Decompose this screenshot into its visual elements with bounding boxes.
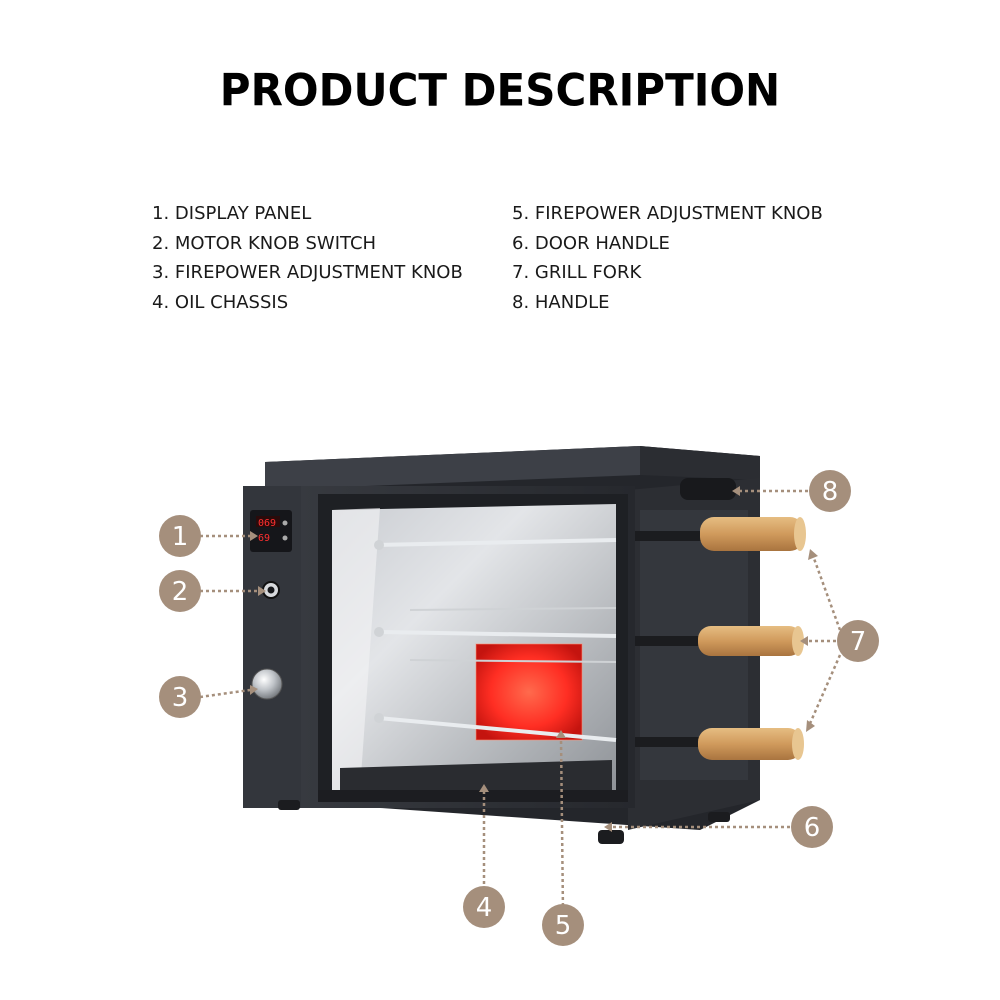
svg-text:3: 3 xyxy=(172,683,189,713)
callout-4: 4 xyxy=(463,886,505,928)
list-item: 2. MOTOR KNOB SWITCH xyxy=(152,232,377,254)
list-item: 6. DOOR HANDLE xyxy=(512,232,670,254)
svg-text:2: 2 xyxy=(172,577,189,607)
callout-8: 8 xyxy=(809,470,851,512)
grill-forks[interactable] xyxy=(635,517,806,760)
callout-2: 2 xyxy=(159,570,201,612)
display-readout-bottom: 69 xyxy=(258,533,270,544)
callout-5: 5 xyxy=(542,904,584,946)
callout-1: 1 xyxy=(159,515,201,557)
list-item: 8. HANDLE xyxy=(512,291,610,313)
callout-7: 7 xyxy=(837,620,879,662)
firepower-knob-icon[interactable] xyxy=(251,668,283,700)
parts-list-right: 5. FIREPOWER ADJUSTMENT KNOB 6. DOOR HAN… xyxy=(512,199,823,317)
list-item: 4. OIL CHASSIS xyxy=(152,291,289,313)
svg-text:7: 7 xyxy=(850,627,867,657)
display-panel: 069 69 xyxy=(250,510,292,552)
svg-text:5: 5 xyxy=(555,911,572,941)
list-item: 5. FIREPOWER ADJUSTMENT KNOB xyxy=(512,203,823,224)
callout-6: 6 xyxy=(791,806,833,848)
page-title: PRODUCT DESCRIPTION xyxy=(219,64,781,117)
svg-text:8: 8 xyxy=(822,477,839,507)
top-handle[interactable] xyxy=(680,478,736,500)
oven-window xyxy=(318,494,628,802)
svg-text:6: 6 xyxy=(804,813,821,843)
parts-list-left: 1. DISPLAY PANEL 2. MOTOR KNOB SWITCH 3.… xyxy=(152,199,463,317)
list-item: 1. DISPLAY PANEL xyxy=(152,203,312,224)
leader-lines xyxy=(199,489,842,913)
svg-text:1: 1 xyxy=(172,522,189,552)
list-item: 3. FIREPOWER ADJUSTMENT KNOB xyxy=(152,262,463,283)
display-readout-top: 069 xyxy=(258,518,276,529)
list-item: 7. GRILL FORK xyxy=(512,262,642,283)
arrowheads xyxy=(250,486,818,832)
callout-3: 3 xyxy=(159,676,201,718)
heating-element xyxy=(476,644,582,740)
svg-text:4: 4 xyxy=(476,893,493,923)
